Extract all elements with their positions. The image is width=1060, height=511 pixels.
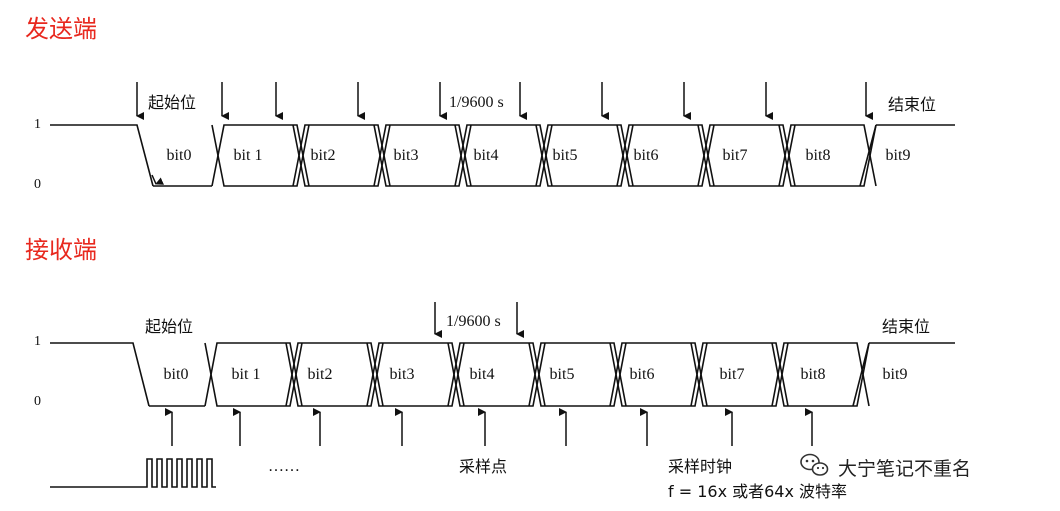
watermark: 大宁笔记不重名	[800, 453, 971, 480]
bit-label: bit3	[394, 147, 419, 164]
waveform-cell-bottom	[609, 342, 708, 407]
receiver-bit-labels: bit0 bit 1 bit2 bit3 bit4 bit5 bit6 bit7 bit8 bit…	[164, 366, 908, 383]
waveform-cell-bottom	[447, 342, 546, 407]
bit-label: bit0	[167, 147, 192, 164]
waveform-cell-bottom	[285, 342, 384, 407]
bit-label: bit 1	[234, 147, 263, 164]
waveform-cell-bottom	[373, 124, 472, 187]
waveform-cell-bottom	[454, 124, 553, 187]
receiver-sample-arrows	[165, 408, 813, 446]
sender-level-high: 1	[34, 117, 41, 132]
bit-label: bit9	[883, 366, 908, 383]
bit-label: bit6	[630, 366, 655, 383]
sender-level-low: 0	[34, 177, 41, 192]
bit-label: bit2	[311, 147, 336, 164]
sender-waveform	[50, 124, 955, 187]
bit-label: bit8	[801, 366, 826, 383]
bit-label: bit8	[806, 147, 831, 164]
waveform-cell-bottom	[697, 124, 796, 187]
receiver-level-low: 0	[34, 394, 41, 409]
sender-period-label: 1/9600 s	[449, 94, 504, 111]
receiver-stop-label: 结束位	[882, 317, 930, 336]
waveform-cell-bottom	[690, 342, 789, 407]
sender-stop-label: 结束位	[888, 95, 936, 114]
waveform-cell-bottom	[778, 124, 877, 187]
bit-label: bit3	[390, 366, 415, 383]
waveform-cell-bottom	[292, 124, 391, 187]
sample-clock-signal	[50, 458, 216, 488]
sender-bit-labels: bit0 bit 1 bit2 bit3 bit4 bit5 bit6 bit7 bit8 bit…	[167, 147, 911, 164]
waveform-stop-edge	[852, 342, 870, 407]
receiver-waveform	[50, 342, 955, 407]
waveform-cell-bottom	[528, 342, 627, 407]
bit-label: bit9	[886, 147, 911, 164]
wechat-icon	[800, 453, 829, 476]
watermark-text: 大宁笔记不重名	[838, 458, 971, 480]
bit-label: bit0	[164, 366, 189, 383]
bit-label: bit 1	[232, 366, 261, 383]
sender-clock-arrows	[136, 82, 873, 120]
waveform-cell-bottom	[771, 342, 870, 407]
sample-clock-ellipsis: ……	[268, 458, 300, 475]
sender-title: 发送端	[25, 16, 97, 43]
bit-label: bit7	[723, 147, 748, 164]
receiver-period-arrows	[434, 302, 524, 338]
bit-label: bit5	[550, 366, 575, 383]
waveform-cell-bottom	[535, 124, 634, 187]
receiver-start-label: 起始位	[145, 317, 193, 336]
bit-label: bit5	[553, 147, 578, 164]
bit-label: bit4	[474, 147, 499, 164]
waveform-start-edge	[50, 342, 150, 407]
waveform-start-edge	[50, 124, 154, 187]
receiver-title: 接收端	[25, 237, 97, 264]
bit-label: bit2	[308, 366, 333, 383]
receiver-period-label: 1/9600 s	[446, 313, 501, 330]
bit-label: bit4	[470, 366, 495, 383]
waveform-stop-edge	[859, 124, 877, 187]
waveform-cell-bottom	[204, 342, 303, 407]
waveform-cell-bottom	[366, 342, 465, 407]
bit-label: bit7	[720, 366, 745, 383]
waveform-cell-bottom	[211, 124, 310, 187]
sample-frequency-label: f = 16x 或者64x 波特率	[668, 482, 847, 501]
sender-start-edge-arrow	[151, 174, 165, 185]
sender-start-label: 起始位	[148, 93, 196, 112]
receiver-level-high: 1	[34, 334, 41, 349]
sample-point-label: 采样点	[459, 457, 507, 476]
sample-clock-label: 采样时钟	[668, 457, 732, 476]
waveform-cell-bottom	[616, 124, 715, 187]
bit-label: bit6	[634, 147, 659, 164]
